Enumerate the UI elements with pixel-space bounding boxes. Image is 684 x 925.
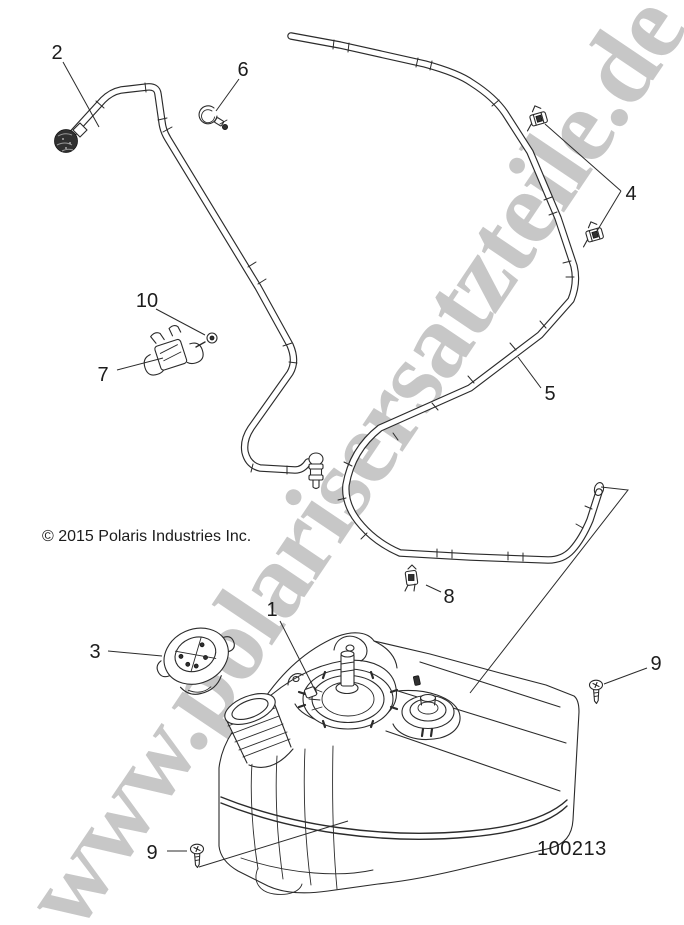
vent-line xyxy=(287,32,605,564)
pin-10 xyxy=(195,332,218,348)
callout-3: 3 xyxy=(89,641,100,663)
callout-8: 8 xyxy=(443,586,454,608)
callout-4: 4 xyxy=(625,183,636,205)
fuel-line xyxy=(54,82,324,490)
callout-2: 2 xyxy=(51,42,62,64)
copyright-notice: © 2015 Polaris Industries Inc. xyxy=(42,528,252,545)
fuel-tank xyxy=(218,632,580,895)
line-clip-7 xyxy=(143,325,204,376)
leader-lines xyxy=(62,61,648,868)
quick-connect-fitting xyxy=(54,122,88,153)
callout-1: 1 xyxy=(266,599,277,621)
vent-clamp-8 xyxy=(404,564,419,592)
part-number: 100213 xyxy=(537,838,607,860)
callout-7: 7 xyxy=(97,364,108,386)
callout-9-right: 9 xyxy=(650,653,661,675)
hose-clip-4b xyxy=(582,221,604,248)
filler-neck xyxy=(224,693,294,768)
callout-6: 6 xyxy=(237,59,248,81)
fuel-cap-3 xyxy=(156,627,235,695)
callout-9-left: 9 xyxy=(146,842,157,864)
vent-line-open-end xyxy=(593,482,605,496)
tank-seam xyxy=(220,796,568,834)
hose-clip-4a xyxy=(526,105,548,132)
fuel-pump xyxy=(297,650,399,730)
callout-5: 5 xyxy=(544,383,555,405)
hose-clamp-6 xyxy=(198,105,228,131)
rollover-valve xyxy=(401,675,455,738)
screw-9-right xyxy=(588,679,604,705)
fuel-line-elbow-connector xyxy=(308,452,324,490)
screw-9-left xyxy=(189,843,205,869)
callout-10: 10 xyxy=(136,290,158,312)
